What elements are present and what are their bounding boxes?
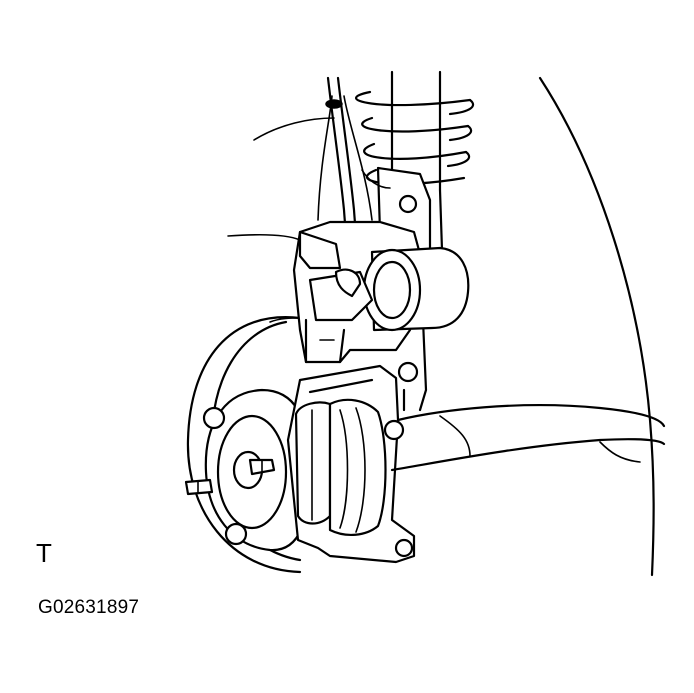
brake-caliper: [292, 220, 470, 364]
figure-code: G02631897: [38, 597, 140, 618]
lower-control-arm: [390, 388, 666, 472]
fender-arch: [538, 76, 655, 577]
brake-pads: [294, 398, 387, 536]
hose-clip: [334, 268, 362, 298]
corner-mark: T: [36, 538, 52, 568]
